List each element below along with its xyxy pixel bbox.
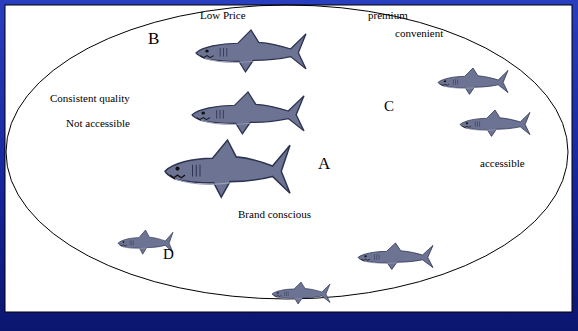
shark — [438, 68, 508, 94]
shark — [272, 282, 330, 304]
market-ellipse — [6, 5, 568, 299]
segment-letter: A — [318, 155, 330, 174]
segment-letter: B — [148, 30, 159, 49]
segment-attribute: accessible — [480, 157, 525, 169]
segment-attribute: Low Price — [200, 9, 246, 21]
shark — [165, 140, 290, 197]
shark — [196, 30, 306, 72]
segment-attribute: premium — [368, 9, 408, 21]
segment-letter: D — [163, 246, 174, 263]
white-panel — [5, 5, 572, 312]
segment-attribute: convenient — [395, 27, 443, 39]
segment-attribute: Brand conscious — [238, 208, 311, 220]
segment-attribute: Not accessible — [66, 117, 130, 129]
shark — [192, 92, 304, 134]
segment-attribute: Consistent quality — [50, 92, 130, 104]
shark — [460, 110, 530, 136]
segment-letter: C — [384, 98, 394, 115]
shark — [358, 243, 433, 269]
